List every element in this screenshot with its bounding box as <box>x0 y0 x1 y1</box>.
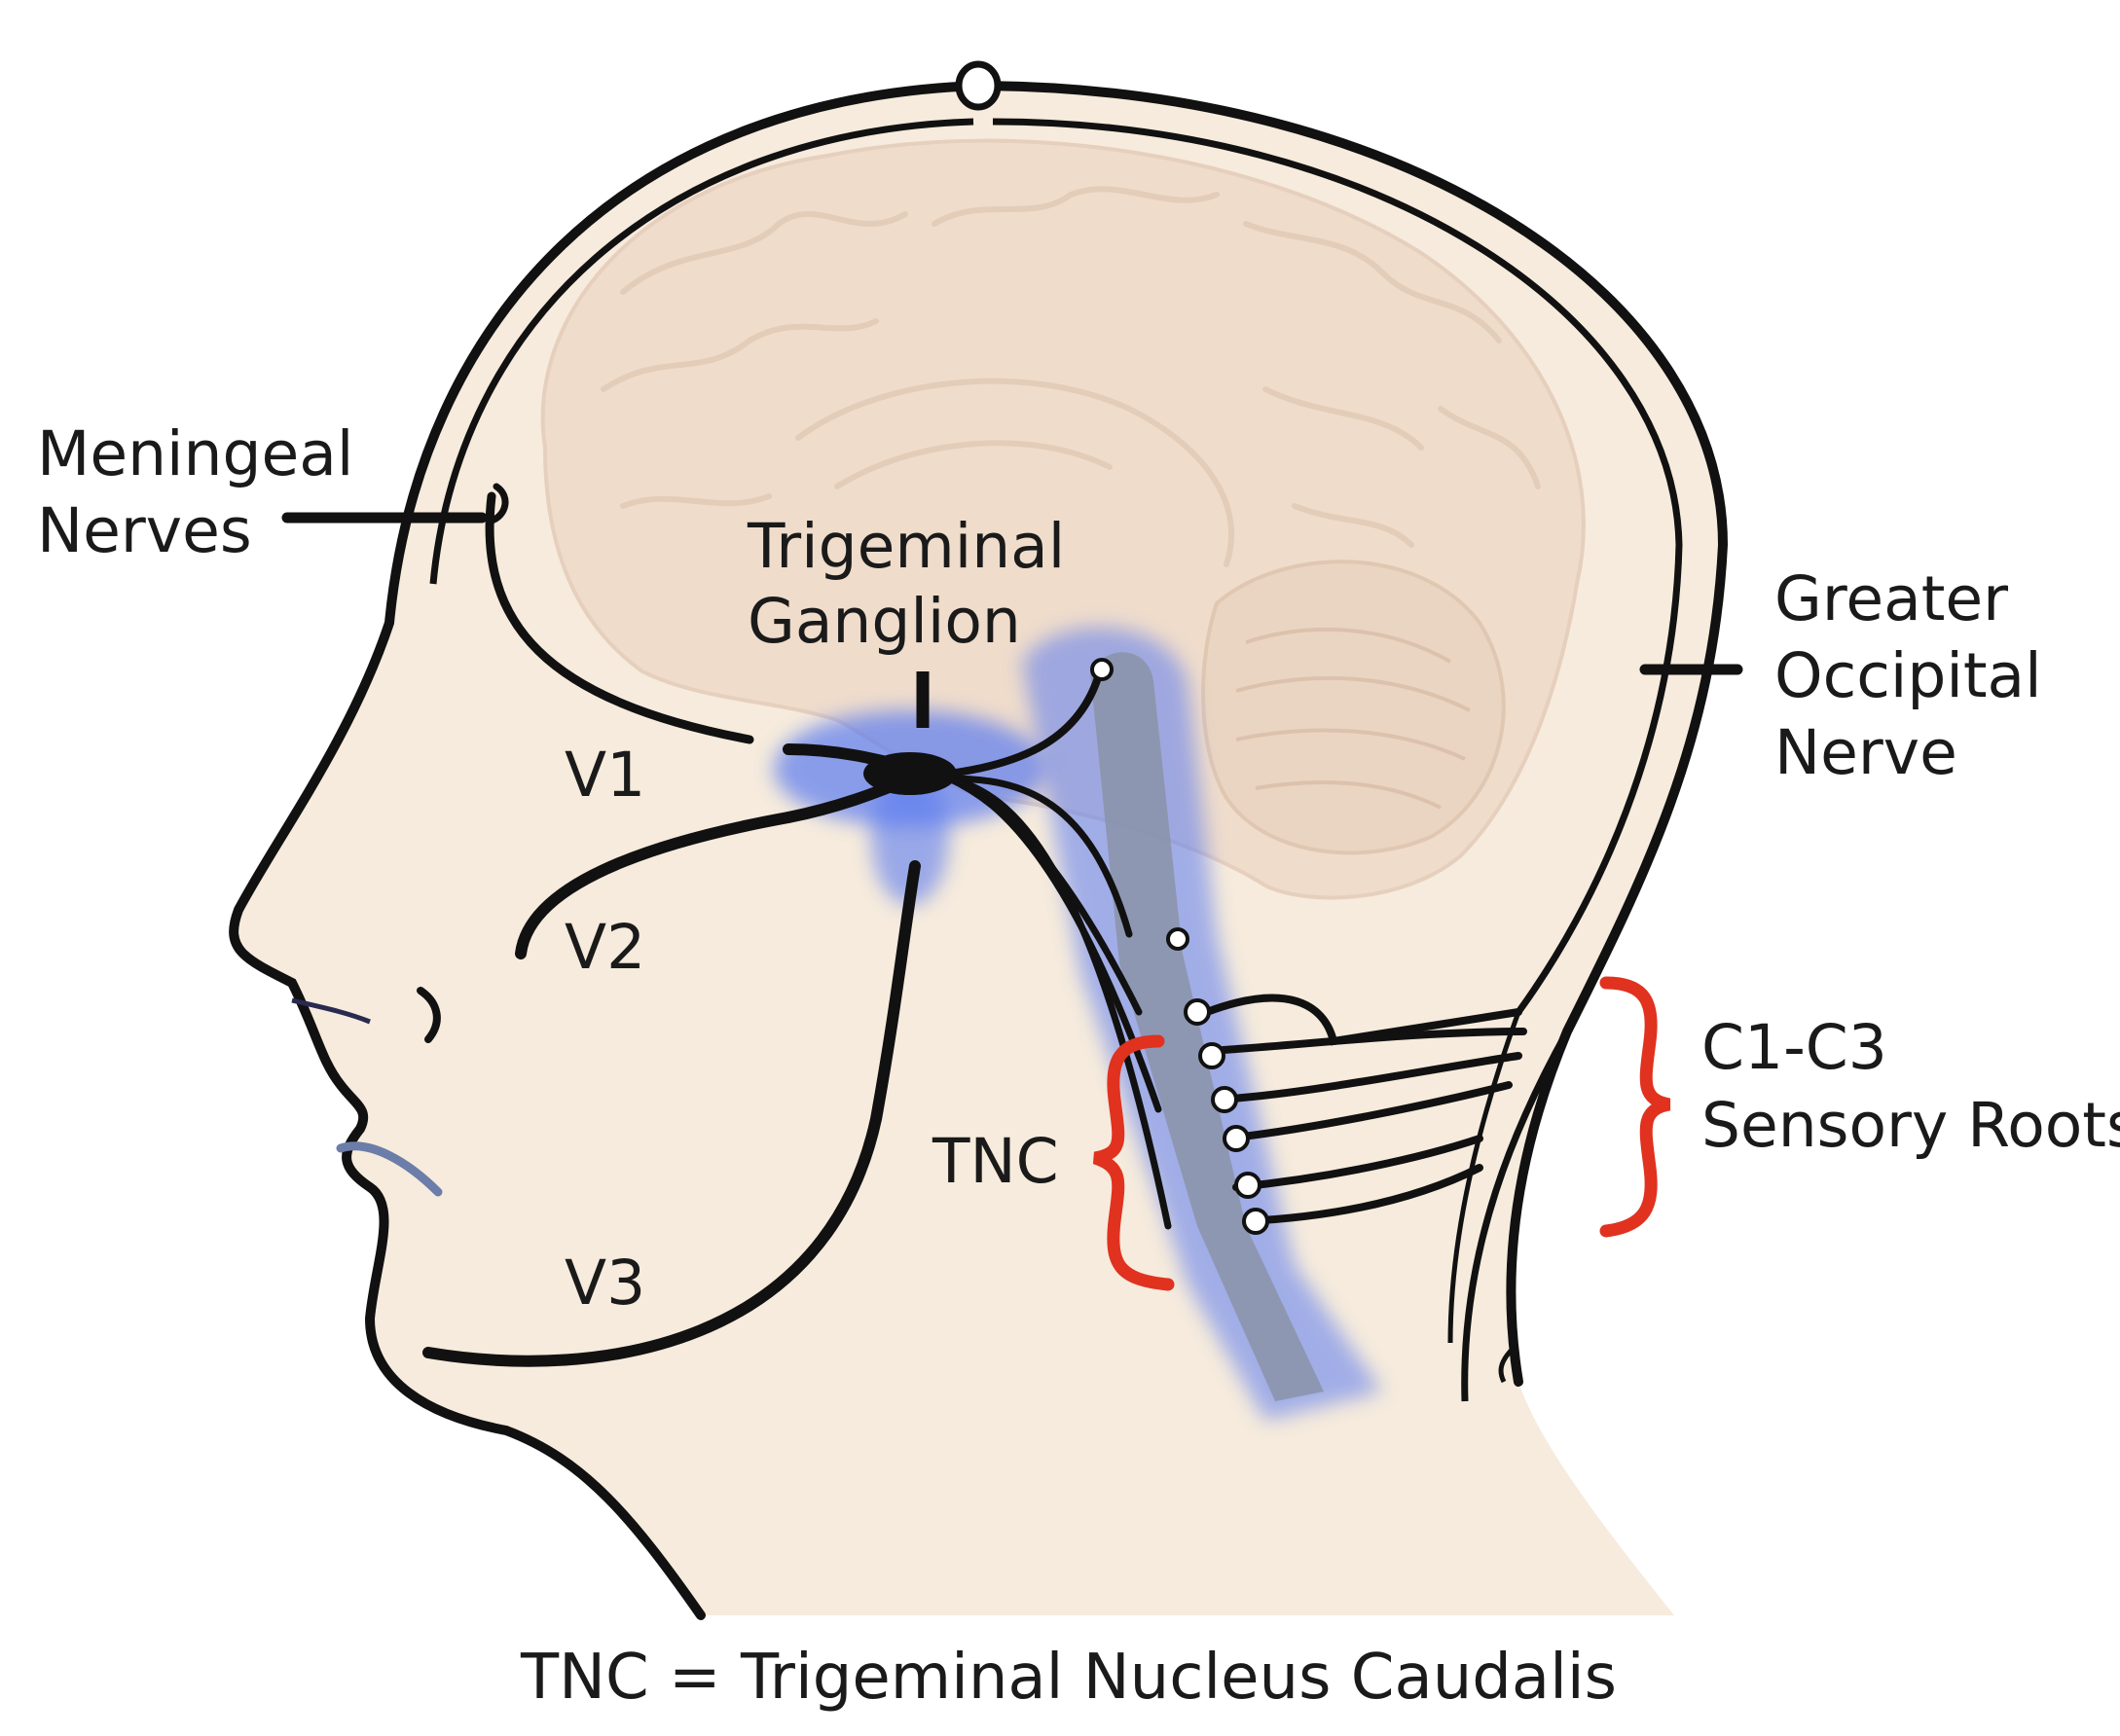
label-trigeminal-ganglion: Trigeminal Ganglion <box>747 511 1084 657</box>
c1-c3-bracket <box>1599 976 1671 1238</box>
label-meningeal-nerves: Meningeal Nerves <box>37 418 373 566</box>
label-c1-c3-sensory-roots: C1-C3 Sensory Roots <box>1701 1012 2120 1161</box>
label-v2: V2 <box>565 912 645 983</box>
neck-back <box>1461 1030 1571 1402</box>
label-tnc: TNC <box>932 1126 1059 1197</box>
head-outline <box>229 81 985 1620</box>
nerve-v3 <box>422 860 921 1367</box>
eyebrow <box>291 997 371 1025</box>
trigeminal-ganglion <box>863 752 957 795</box>
nerve-v2 <box>515 812 794 959</box>
tnc-bracket <box>1092 1034 1175 1291</box>
brain <box>540 138 1586 900</box>
nerves <box>281 483 1743 1367</box>
meningeal-nerve <box>485 491 754 744</box>
label-greater-occipital-nerve: Greater Occipital Nerve <box>1774 563 2062 788</box>
label-v3: V3 <box>565 1248 645 1319</box>
lips <box>336 1141 443 1197</box>
nucleus-dots <box>1090 658 1269 1235</box>
eye <box>417 987 441 1043</box>
fontanelle-ring <box>955 60 1002 111</box>
figure-caption: TNC = Trigeminal Nucleus Caudalis <box>520 1642 1617 1714</box>
label-v1: V1 <box>565 740 645 811</box>
skull-line <box>429 118 1683 1015</box>
